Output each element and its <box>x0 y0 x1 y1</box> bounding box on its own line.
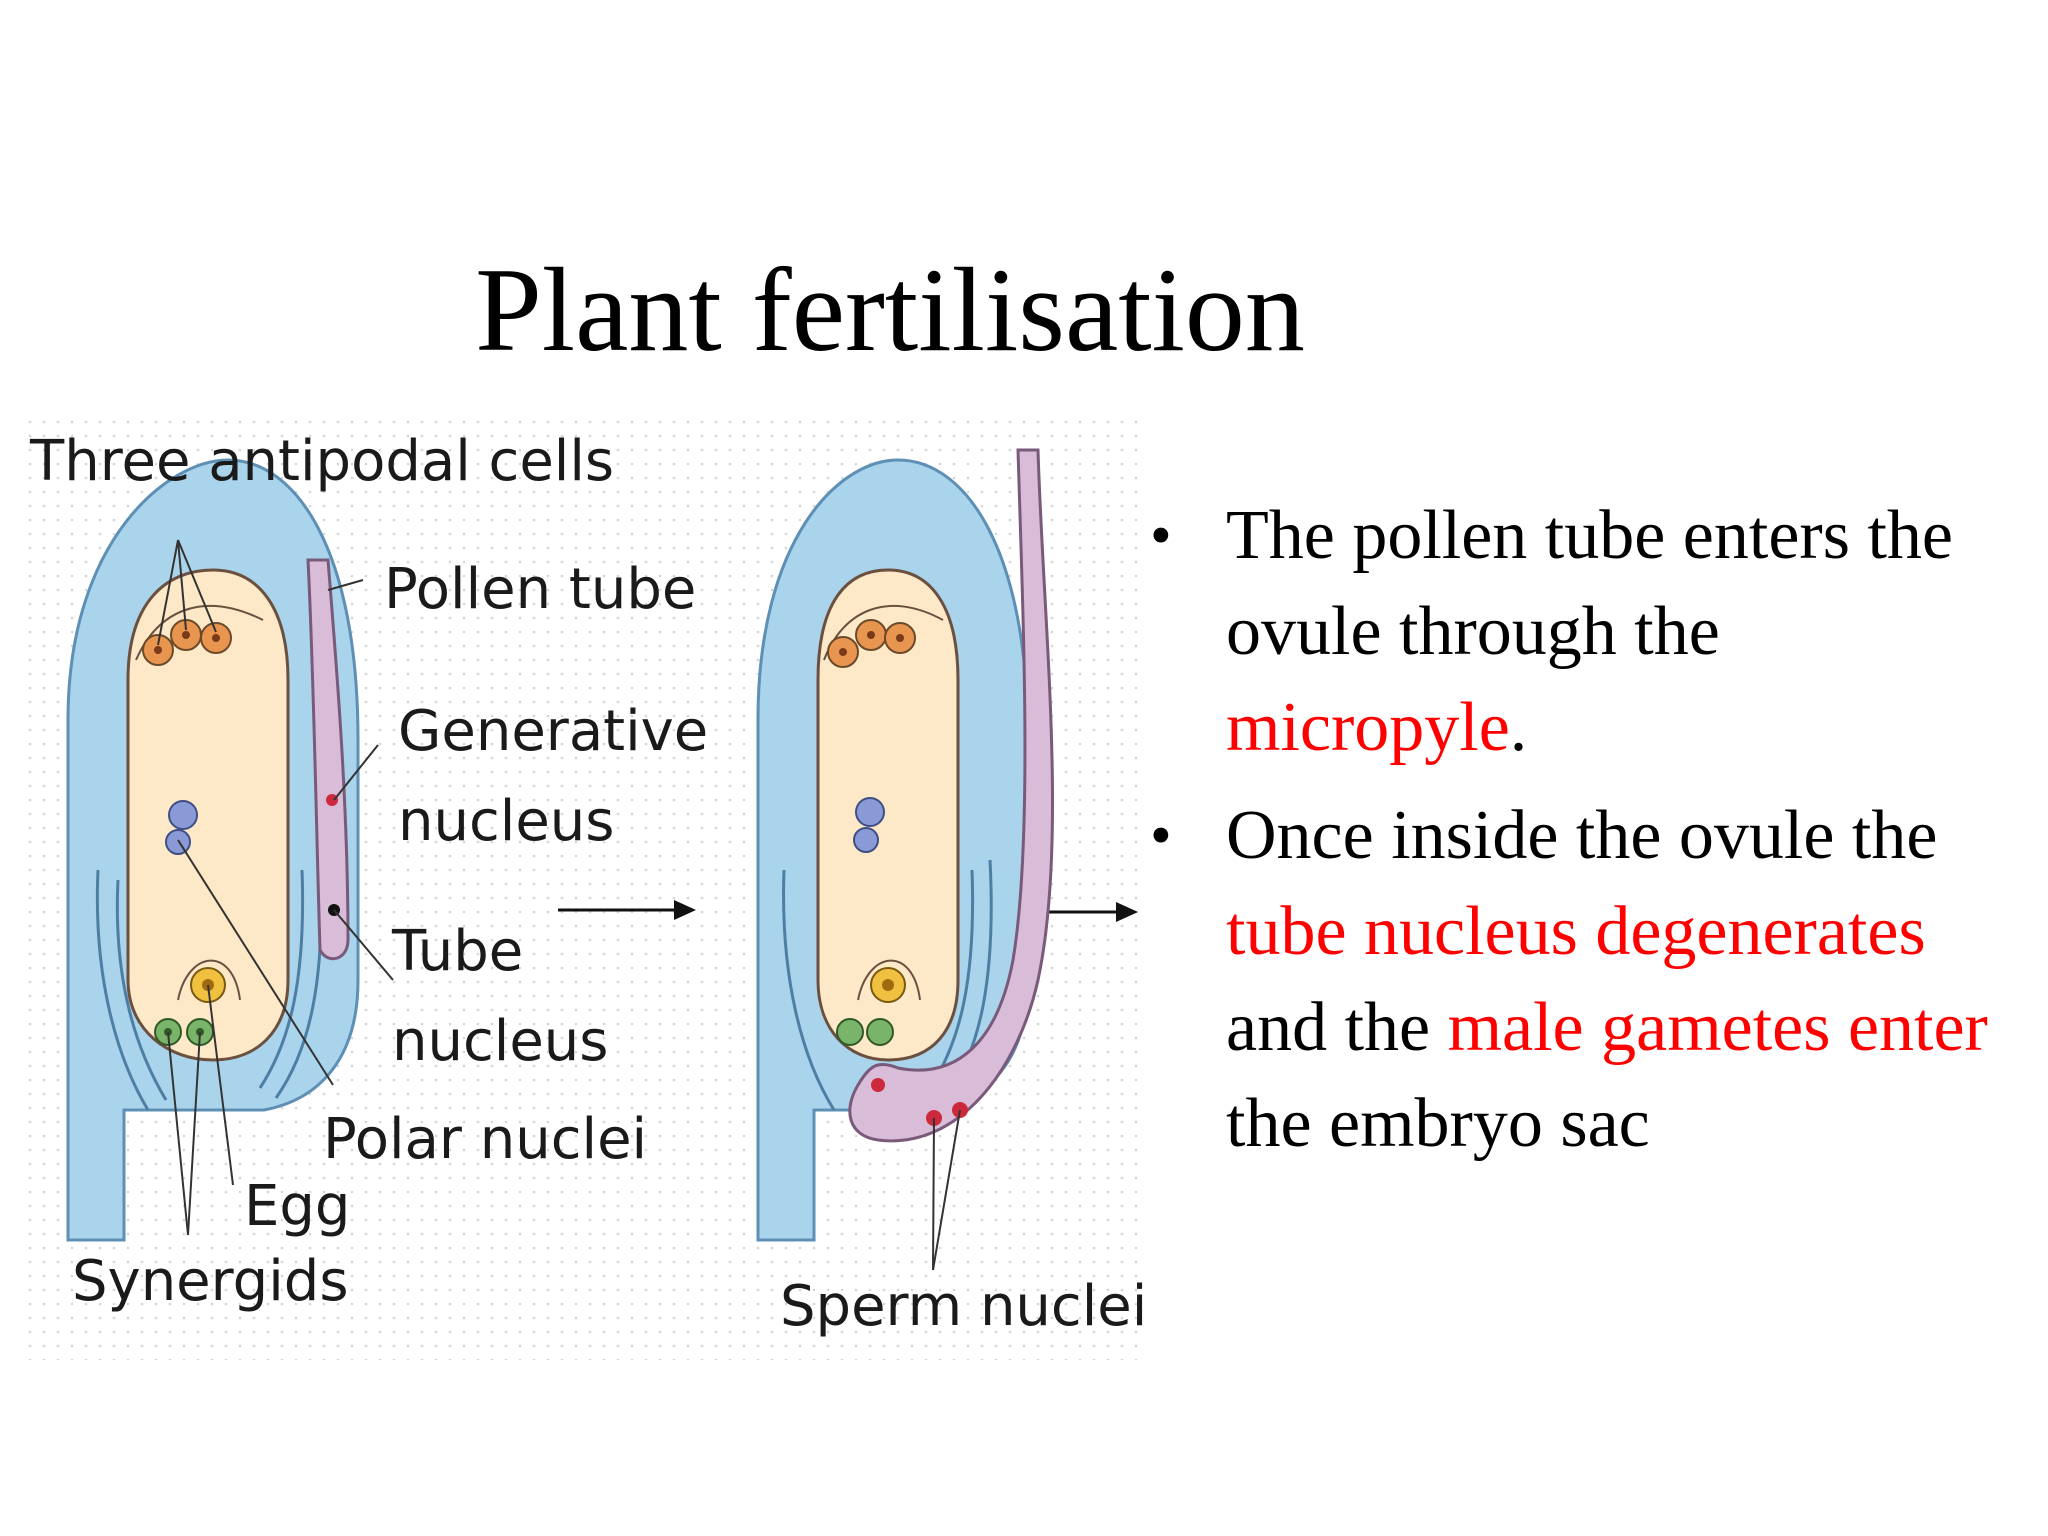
bullet-text-part: Once inside the ovule the <box>1226 797 1938 874</box>
fertilisation-diagram: Three antipodal cells Pollen tube Genera… <box>28 420 1148 1360</box>
label-egg: Egg <box>244 1174 350 1239</box>
label-generative-nucleus: nucleus <box>398 789 614 854</box>
bullet-list: • The pollen tube enters the ovule throu… <box>1150 488 2030 1184</box>
bullet-dot: • <box>1150 802 1172 870</box>
ovule-after <box>756 458 1030 1242</box>
label-pollen-tube: Pollen tube <box>384 557 696 622</box>
label-sperm-nuclei: Sperm nuclei <box>780 1274 1147 1339</box>
arrow-right-icon <box>1038 902 1138 922</box>
bullet-text-part: the embryo sac <box>1226 1085 1650 1162</box>
generative-nucleus-dot <box>326 794 338 806</box>
label-tube-nucleus: nucleus <box>392 1009 608 1074</box>
ovule-before <box>66 458 360 1242</box>
polar-nucleus <box>165 829 191 855</box>
bullet-item: • The pollen tube enters the ovule throu… <box>1150 488 2030 776</box>
bullet-item: • Once inside the ovule the tube nucleus… <box>1150 788 2030 1172</box>
label-tube: Tube <box>391 919 523 984</box>
sperm-nucleus <box>871 1078 885 1092</box>
fertilisation-diagram-svg: Three antipodal cells Pollen tube Genera… <box>28 420 1148 1360</box>
label-generative: Generative <box>398 699 708 764</box>
pollen-tube-right <box>848 448 1055 1143</box>
polar-nucleus <box>168 800 198 830</box>
bullet-dot: • <box>1150 502 1172 570</box>
arrow-right-icon <box>558 900 696 920</box>
label-antipodal-cells: Three antipodal cells <box>29 429 614 494</box>
label-synergids: Synergids <box>72 1249 349 1314</box>
bullet-text-highlight: male gametes enter <box>1447 989 1988 1066</box>
bullet-text-part: . <box>1509 689 1528 766</box>
bullet-text-highlight: micropyle <box>1226 689 1510 766</box>
bullet-text-highlight: tube nucleus degenerates <box>1226 893 1926 970</box>
slide-title: Plant fertilisation <box>475 243 1305 376</box>
pollen-tube-left <box>306 558 350 961</box>
embryo-sac-right <box>816 568 960 1062</box>
label-polar-nuclei: Polar nuclei <box>323 1107 647 1172</box>
bullet-text-part: The pollen tube enters the ovule through… <box>1226 497 1953 670</box>
bullet-text-part: and the <box>1226 989 1448 1066</box>
